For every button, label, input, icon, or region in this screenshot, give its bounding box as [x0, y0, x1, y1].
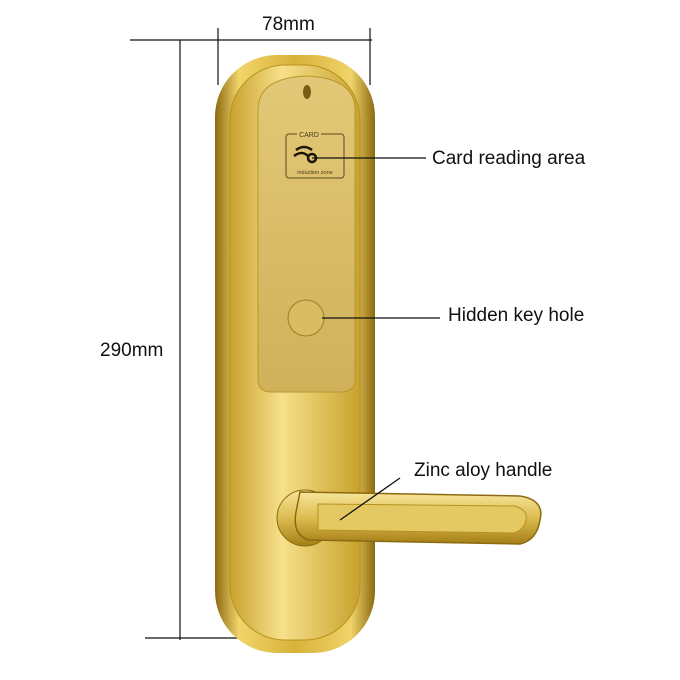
front-panel	[257, 75, 356, 393]
width-label: 78mm	[262, 14, 315, 35]
key-hole	[287, 299, 325, 337]
height-dimension	[145, 40, 240, 640]
card-bottom-text: induction zone	[297, 170, 332, 176]
card-reader: CARD induction zone	[285, 130, 345, 179]
callout-handle: Zinc aloy handle	[414, 460, 553, 481]
wireless-icon	[293, 145, 313, 158]
height-label: 290mm	[100, 340, 164, 361]
callout-key-hole: Hidden key hole	[448, 305, 585, 326]
indicator-led	[303, 85, 311, 99]
width-dimension	[130, 28, 372, 85]
handle	[276, 489, 542, 547]
callout-lines	[312, 157, 440, 521]
lock-body	[215, 55, 375, 653]
card-top-text: CARD	[299, 132, 319, 139]
callout-card-area: Card reading area	[432, 148, 586, 169]
